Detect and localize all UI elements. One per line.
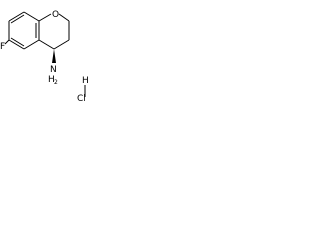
bond-c8-c7-inner (10, 14, 25, 24)
bond-c4-c4a (38, 39, 55, 50)
salt-hydrogen-label: H (82, 76, 89, 86)
wedge-bond-c4-n (52, 49, 56, 63)
benzene-ring (8, 11, 40, 50)
bond-c8-c7 (8, 11, 25, 22)
bond-c6-c5 (8, 39, 25, 50)
bond-c8a-o1 (38, 13, 52, 22)
nitrogen-hydrogen-label: H (48, 75, 55, 85)
chlorine-label: Cl (77, 94, 86, 102)
bond-c3-c4 (53, 39, 70, 50)
bond-o1-c2 (58, 13, 70, 22)
nitrogen-hydrogen-count: 2 (54, 79, 58, 86)
chemical-structure: O F N H 2 H Cl (0, 10, 89, 102)
nitrogen-label: N (50, 65, 57, 75)
pyran-ring (38, 13, 70, 50)
bond-c8a-c8 (23, 11, 40, 22)
bond-c6-f (4, 39, 10, 45)
oxygen-label: O (52, 10, 59, 20)
fluorine-label: F (0, 42, 5, 52)
bond-c6-c5-inner (10, 37, 25, 47)
bond-c5-c4a (23, 39, 40, 50)
